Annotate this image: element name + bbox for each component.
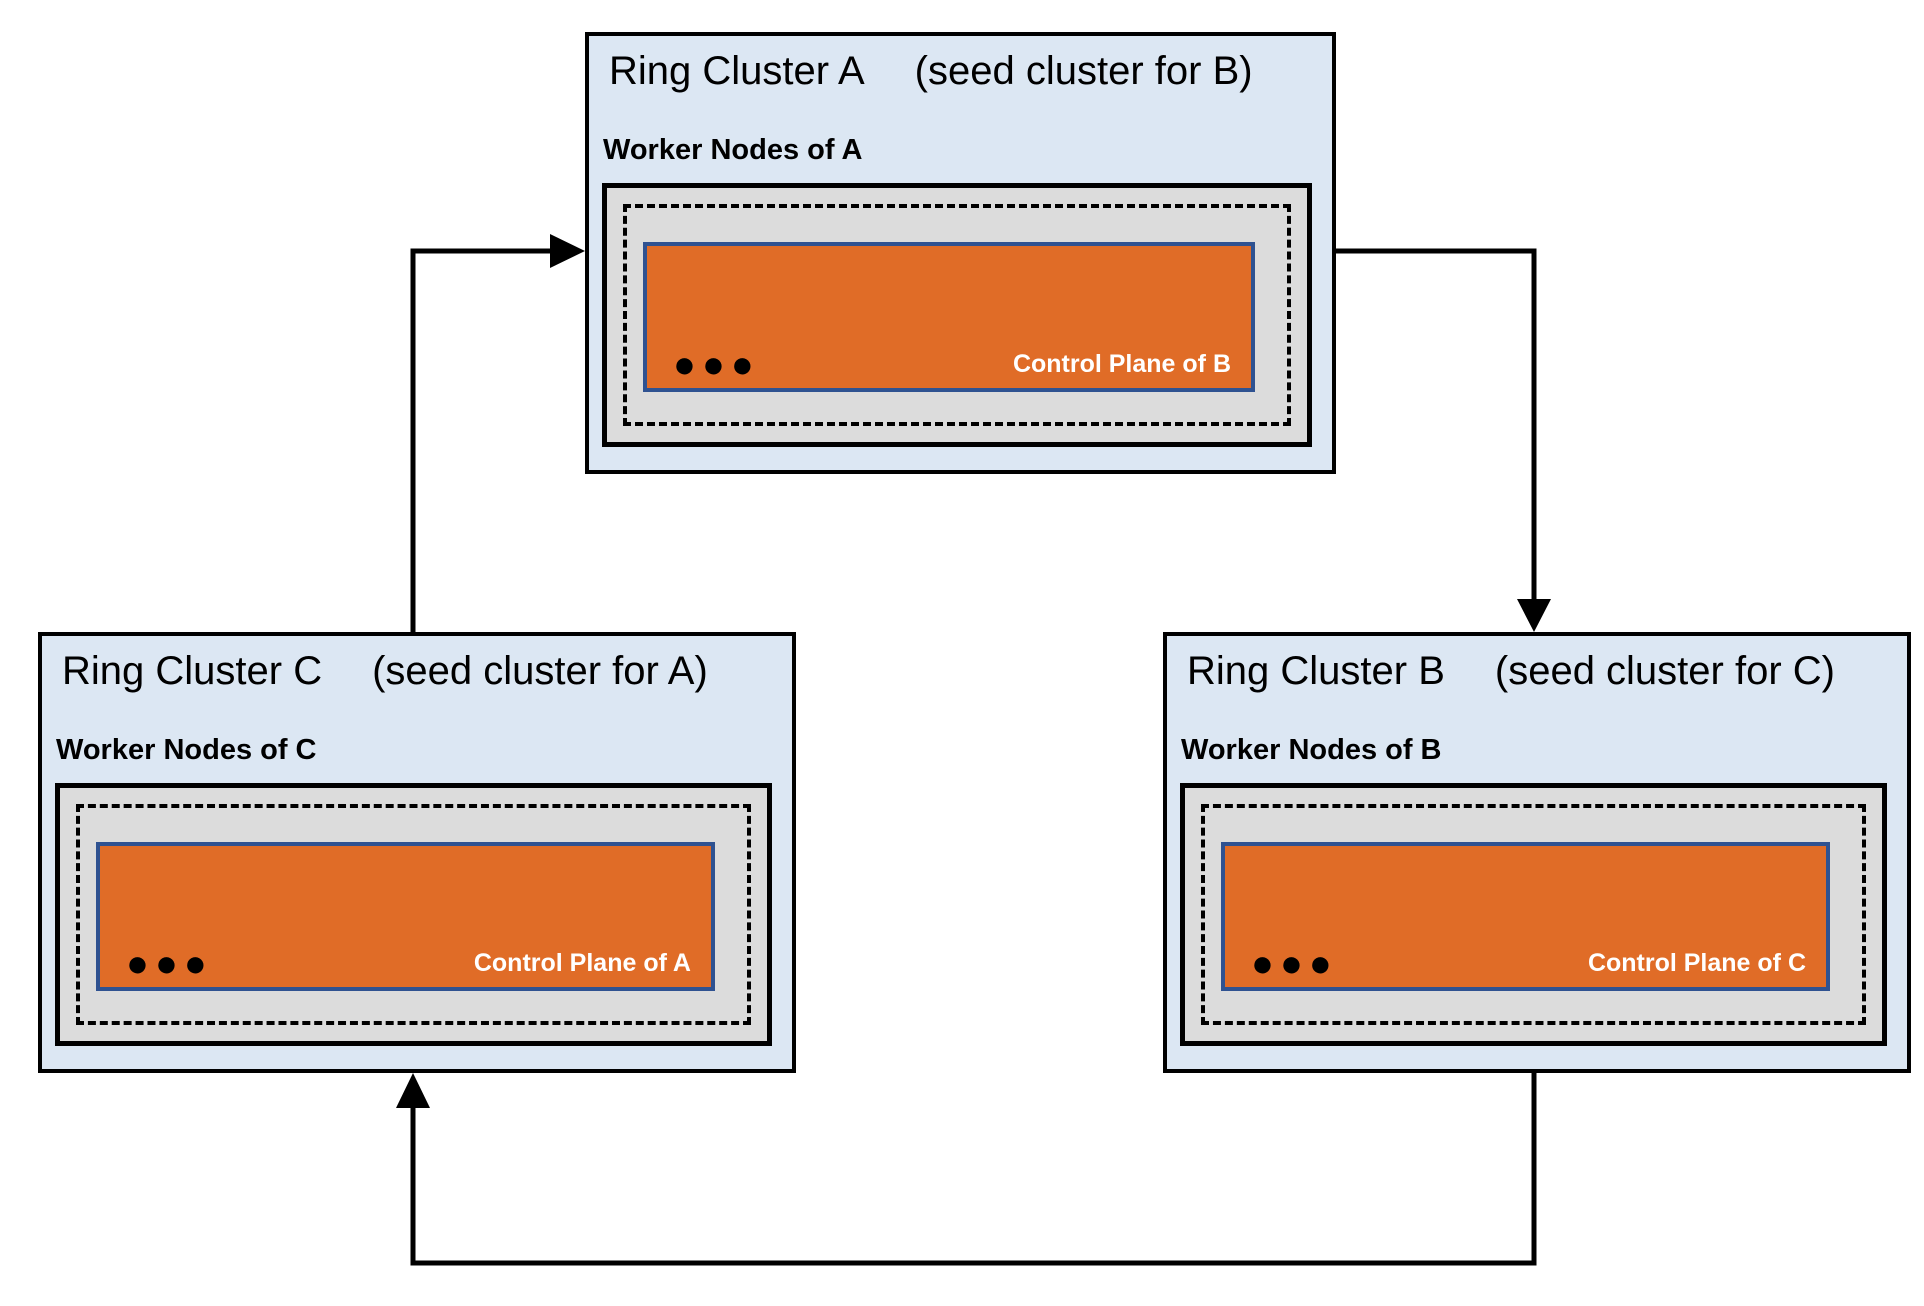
cluster-a-title: Ring Cluster A (seed cluster for B): [609, 48, 1253, 94]
cluster-a-control-plane-label: Control Plane of B: [1012, 350, 1231, 379]
cluster-b-ellipsis-dots: ●●●: [1251, 942, 1338, 985]
cluster-a-worker-nodes-label: Worker Nodes of A: [603, 134, 863, 166]
cluster-c-title: Ring Cluster C (seed cluster for A): [62, 648, 708, 694]
cluster-b-dashed-outline: [1201, 804, 1866, 1025]
cluster-b-control-plane-label: Control Plane of C: [1587, 949, 1806, 978]
cluster-b-worker-nodes-label: Worker Nodes of B: [1181, 734, 1442, 766]
cluster-c-control-plane-label: Control Plane of A: [473, 949, 691, 978]
cluster-a-box: Ring Cluster A (seed cluster for B) Work…: [585, 32, 1336, 474]
cluster-a-seed-note: (seed cluster for B): [914, 49, 1253, 93]
cluster-a-name: Ring Cluster A: [609, 49, 865, 93]
arrow-a-to-b: [1336, 248, 1551, 632]
cluster-a-control-plane-box: ●●● Control Plane of B: [643, 242, 1255, 392]
cluster-c-seed-note: (seed cluster for A): [372, 649, 708, 693]
cluster-c-dashed-outline: [76, 804, 751, 1025]
cluster-c-worker-nodes-label: Worker Nodes of C: [56, 734, 317, 766]
cluster-b-box: Ring Cluster B (seed cluster for C) Work…: [1163, 632, 1911, 1073]
cluster-c-worker-nodes-box: ●●● Control Plane of A: [55, 783, 772, 1046]
cluster-c-box: Ring Cluster C (seed cluster for A) Work…: [38, 632, 796, 1073]
cluster-b-worker-nodes-box: ●●● Control Plane of C: [1180, 783, 1887, 1046]
cluster-b-seed-note: (seed cluster for C): [1494, 649, 1835, 693]
cluster-a-worker-nodes-box: ●●● Control Plane of B: [602, 183, 1312, 447]
cluster-c-control-plane-box: ●●● Control Plane of A: [96, 842, 715, 991]
cluster-c-control-plane-row: ●●● Control Plane of A: [126, 942, 691, 985]
cluster-a-dashed-outline: [623, 204, 1291, 426]
arrow-b-to-c: [396, 1073, 1537, 1266]
cluster-c-ellipsis-dots: ●●●: [126, 942, 213, 985]
arrow-c-to-a: [410, 234, 585, 632]
cluster-c-name: Ring Cluster C: [62, 649, 323, 693]
cluster-b-control-plane-row: ●●● Control Plane of C: [1251, 942, 1806, 985]
cluster-a-ellipsis-dots: ●●●: [673, 343, 760, 386]
cluster-b-name: Ring Cluster B: [1187, 649, 1445, 693]
cluster-b-title: Ring Cluster B (seed cluster for C): [1187, 648, 1835, 694]
cluster-a-control-plane-row: ●●● Control Plane of B: [673, 343, 1231, 386]
cluster-b-control-plane-box: ●●● Control Plane of C: [1221, 842, 1830, 991]
